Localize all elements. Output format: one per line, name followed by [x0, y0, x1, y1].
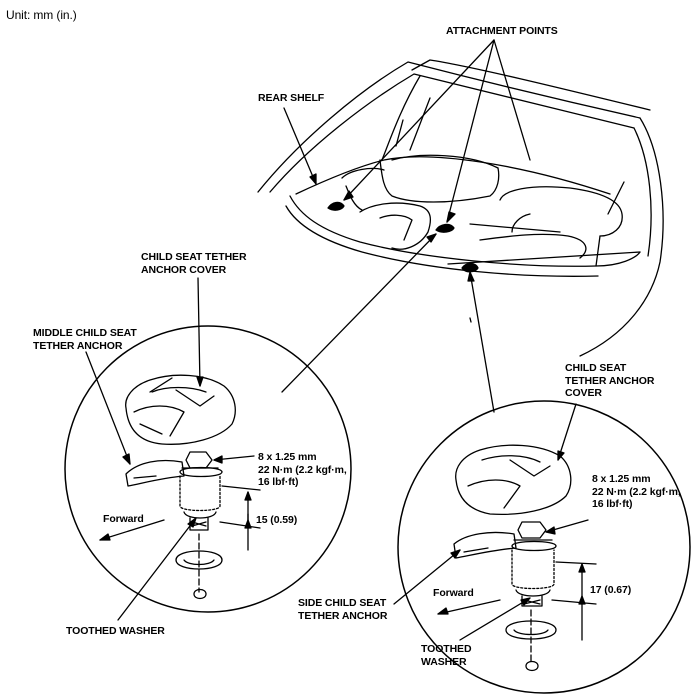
side-anchor-line-2: TETHER ANCHOR	[298, 609, 388, 622]
spec-left-line-3: 16 lbf·ft)	[258, 476, 299, 488]
attachment-points-label: ATTACHMENT POINTS	[446, 25, 558, 37]
right-detail	[393, 400, 691, 694]
spec-left-label: 8 x 1.25 mm 22 N·m (2.2 kgf·m, 16 lbf·ft…	[258, 451, 347, 489]
cover-left-line-1: CHILD SEAT TETHER	[141, 251, 247, 263]
toothed-washer-right-label: TOOTHED WASHER	[421, 643, 472, 668]
spec-right-label: 8 x 1.25 mm 22 N·m (2.2 kgf·m, 16 lbf·ft…	[592, 473, 681, 511]
spec-left-line-2: 22 N·m (2.2 kgf·m,	[258, 463, 347, 476]
middle-anchor-line-1: MIDDLE CHILD SEAT	[33, 327, 137, 339]
toothed-washer-right-line-1: TOOTHED	[421, 643, 472, 655]
toothed-washer-right-line-2: WASHER	[421, 655, 467, 668]
middle-anchor-line-2: TETHER ANCHOR	[33, 339, 123, 352]
spec-left-line-1: 8 x 1.25 mm	[258, 451, 317, 463]
car-rear-interior	[257, 59, 664, 357]
connector-side	[469, 271, 495, 413]
attachment-points-leaders	[343, 39, 531, 223]
cover-left-line-2: ANCHOR COVER	[141, 263, 227, 276]
unit-label: Unit: mm (in.)	[6, 8, 77, 22]
dim-right-label: 17 (0.67)	[590, 584, 632, 596]
middle-anchor-label: MIDDLE CHILD SEAT TETHER ANCHOR	[33, 327, 137, 352]
rear-shelf-leader	[283, 107, 317, 185]
cover-right-line-3: COVER	[565, 387, 602, 399]
side-anchor-line-1: SIDE CHILD SEAT	[298, 597, 387, 609]
forward-right-label: Forward	[433, 587, 474, 599]
spec-right-line-3: 16 lbf·ft)	[592, 498, 633, 510]
cover-right-line-1: CHILD SEAT	[565, 362, 627, 374]
spec-right-line-2: 22 N·m (2.2 kgf·m,	[592, 485, 681, 498]
spec-right-line-1: 8 x 1.25 mm	[592, 473, 651, 485]
connector-middle	[281, 233, 437, 393]
forward-left-label: Forward	[103, 513, 144, 525]
cover-right-line-2: TETHER ANCHOR	[565, 374, 655, 387]
left-detail	[64, 277, 352, 621]
rear-shelf-label: REAR SHELF	[258, 92, 325, 104]
toothed-washer-left-label: TOOTHED WASHER	[66, 625, 165, 637]
side-anchor-label: SIDE CHILD SEAT TETHER ANCHOR	[298, 597, 387, 622]
cover-right-label: CHILD SEAT TETHER ANCHOR COVER	[565, 362, 654, 400]
cover-left-label: CHILD SEAT TETHER ANCHOR COVER	[141, 251, 247, 276]
dim-left-label: 15 (0.59)	[256, 514, 298, 526]
